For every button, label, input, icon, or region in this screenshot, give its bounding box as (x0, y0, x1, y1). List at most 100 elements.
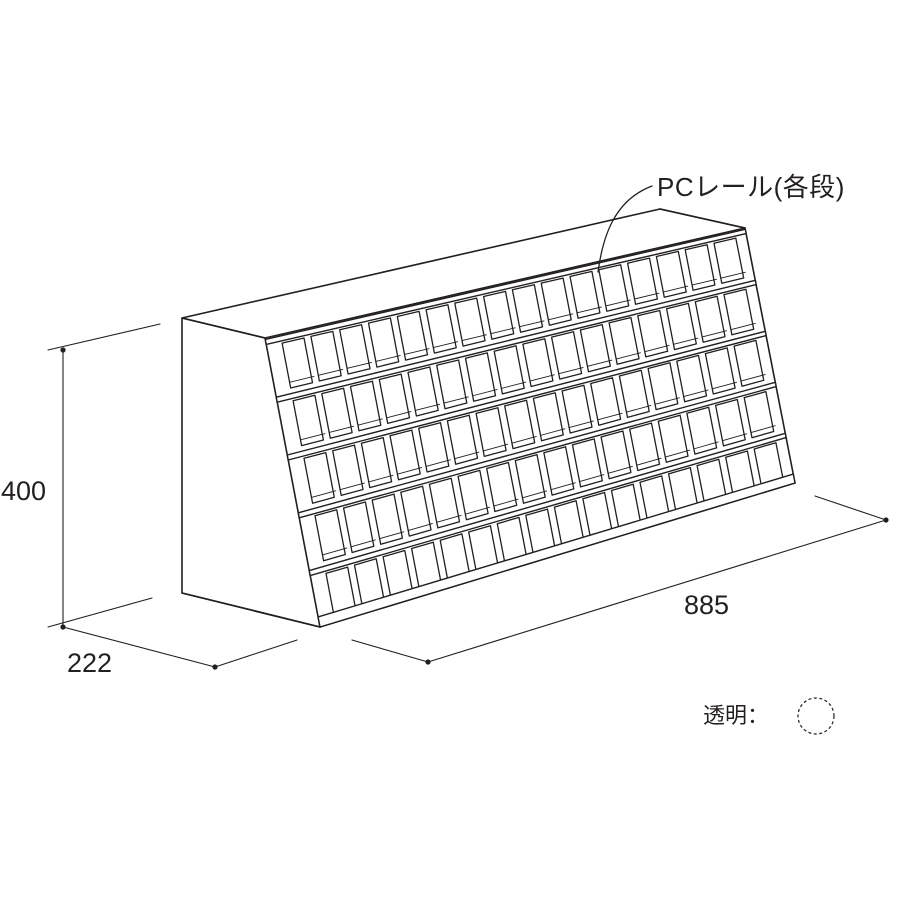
compartment-bin (367, 317, 400, 368)
compartment-lip (691, 278, 717, 286)
compartment-bin (532, 392, 564, 442)
compartment-lip (644, 344, 670, 353)
compartment-lip (443, 396, 469, 404)
compartment-lip (636, 457, 662, 466)
compartment-bin (281, 337, 314, 389)
compartment-lip (454, 451, 480, 460)
compartment-bin (694, 295, 726, 343)
compartment-lip (433, 341, 459, 348)
compartment-bin (743, 390, 775, 439)
compartment-bin (493, 345, 525, 395)
height-value: 400 (1, 476, 46, 506)
compartment-bin (396, 310, 429, 361)
compartment-bin (464, 352, 497, 402)
compartment-lip (683, 389, 709, 398)
compartment-bin (321, 387, 353, 439)
compartment-lip (579, 474, 605, 482)
compartment-bin (303, 451, 335, 504)
compartment-lip (465, 506, 491, 515)
compartment-lip (501, 381, 527, 389)
compartment-lip (511, 436, 537, 444)
compartment-bin (360, 436, 393, 489)
compartment-lip (693, 441, 719, 450)
compartment-bin (598, 264, 630, 312)
compartment-lip (318, 368, 344, 376)
compartment-lip (605, 299, 631, 307)
compartment-lip (519, 320, 545, 328)
compartment-bin (342, 501, 375, 554)
compartment-bin (714, 398, 746, 447)
compartment-bin (637, 309, 669, 358)
compartment-lip (540, 428, 566, 436)
compartment-lip (340, 482, 365, 491)
compartment-lip (634, 292, 660, 300)
compartment-lip (597, 412, 623, 421)
compartment-lip (483, 443, 509, 452)
pc-rail (308, 432, 787, 577)
compartment-bin (486, 461, 518, 513)
compartment-bin (704, 347, 736, 395)
pc-rail-bottom (317, 473, 796, 628)
compartment-bin (733, 339, 765, 387)
compartment-lip (397, 467, 423, 475)
callout-label: PCレール(各段) (657, 172, 845, 202)
compartment-bin (590, 377, 622, 426)
compartment-lip (673, 337, 699, 345)
compartment-bin (608, 316, 640, 365)
compartment-lip (576, 306, 602, 314)
compartment-bin (655, 250, 687, 298)
compartment-bin (579, 323, 611, 373)
width-tick-right (883, 517, 889, 523)
compartment-bin (657, 414, 689, 463)
compartment-bin (561, 384, 593, 434)
compartment-lip (529, 374, 555, 382)
compartment-lip (415, 403, 441, 411)
compartment-lip (404, 348, 430, 355)
width-extension-left (351, 639, 429, 663)
compartment-lip (712, 381, 738, 390)
compartment-lip (587, 359, 613, 367)
compartment-lip (346, 361, 372, 369)
compartment-lip (311, 490, 337, 498)
compartment-bin (686, 406, 718, 455)
transparency-legend: 透明： (703, 697, 835, 735)
compartment-lip (368, 474, 394, 483)
compartment-bin (684, 244, 716, 291)
compartment-lip (379, 531, 405, 540)
callout-leader-line (597, 185, 653, 273)
compartment-lip (472, 388, 498, 397)
compartment-bin (522, 338, 554, 388)
compartment-lip (425, 459, 451, 467)
compartment-bin (569, 270, 601, 319)
compartment-lip (550, 482, 576, 491)
compartment-bin (629, 422, 661, 472)
depth-dimension-line (62, 626, 216, 668)
depth-extension-front (214, 639, 298, 668)
cabinet-front-right-edge (744, 227, 796, 484)
compartment-bin (571, 438, 603, 488)
pc-rail (264, 228, 747, 346)
cabinet-back-top-edge (659, 208, 746, 229)
compartment-lip (408, 523, 433, 531)
compartment-lip (720, 271, 746, 279)
compartment-bin (713, 237, 745, 284)
pc-rail (297, 381, 777, 519)
compartment-lip (626, 405, 652, 413)
compartment-bin (332, 444, 364, 497)
height-dimension: 400 (1, 323, 161, 630)
compartment-lip (548, 313, 574, 321)
compartment-lip (350, 539, 376, 548)
compartment-lip (375, 355, 401, 362)
compartment-bin (349, 380, 382, 432)
width-tick-left (425, 659, 431, 665)
compartment-bin (676, 354, 708, 403)
compartment-lip (569, 420, 594, 429)
compartment-bin (475, 407, 507, 458)
compartment-bin (626, 257, 659, 305)
compartment-bin (504, 399, 536, 450)
compartment-bin (454, 297, 486, 347)
compartment-bin (436, 359, 468, 410)
width-dimension-line (427, 519, 887, 663)
compartment-lip (357, 418, 383, 426)
